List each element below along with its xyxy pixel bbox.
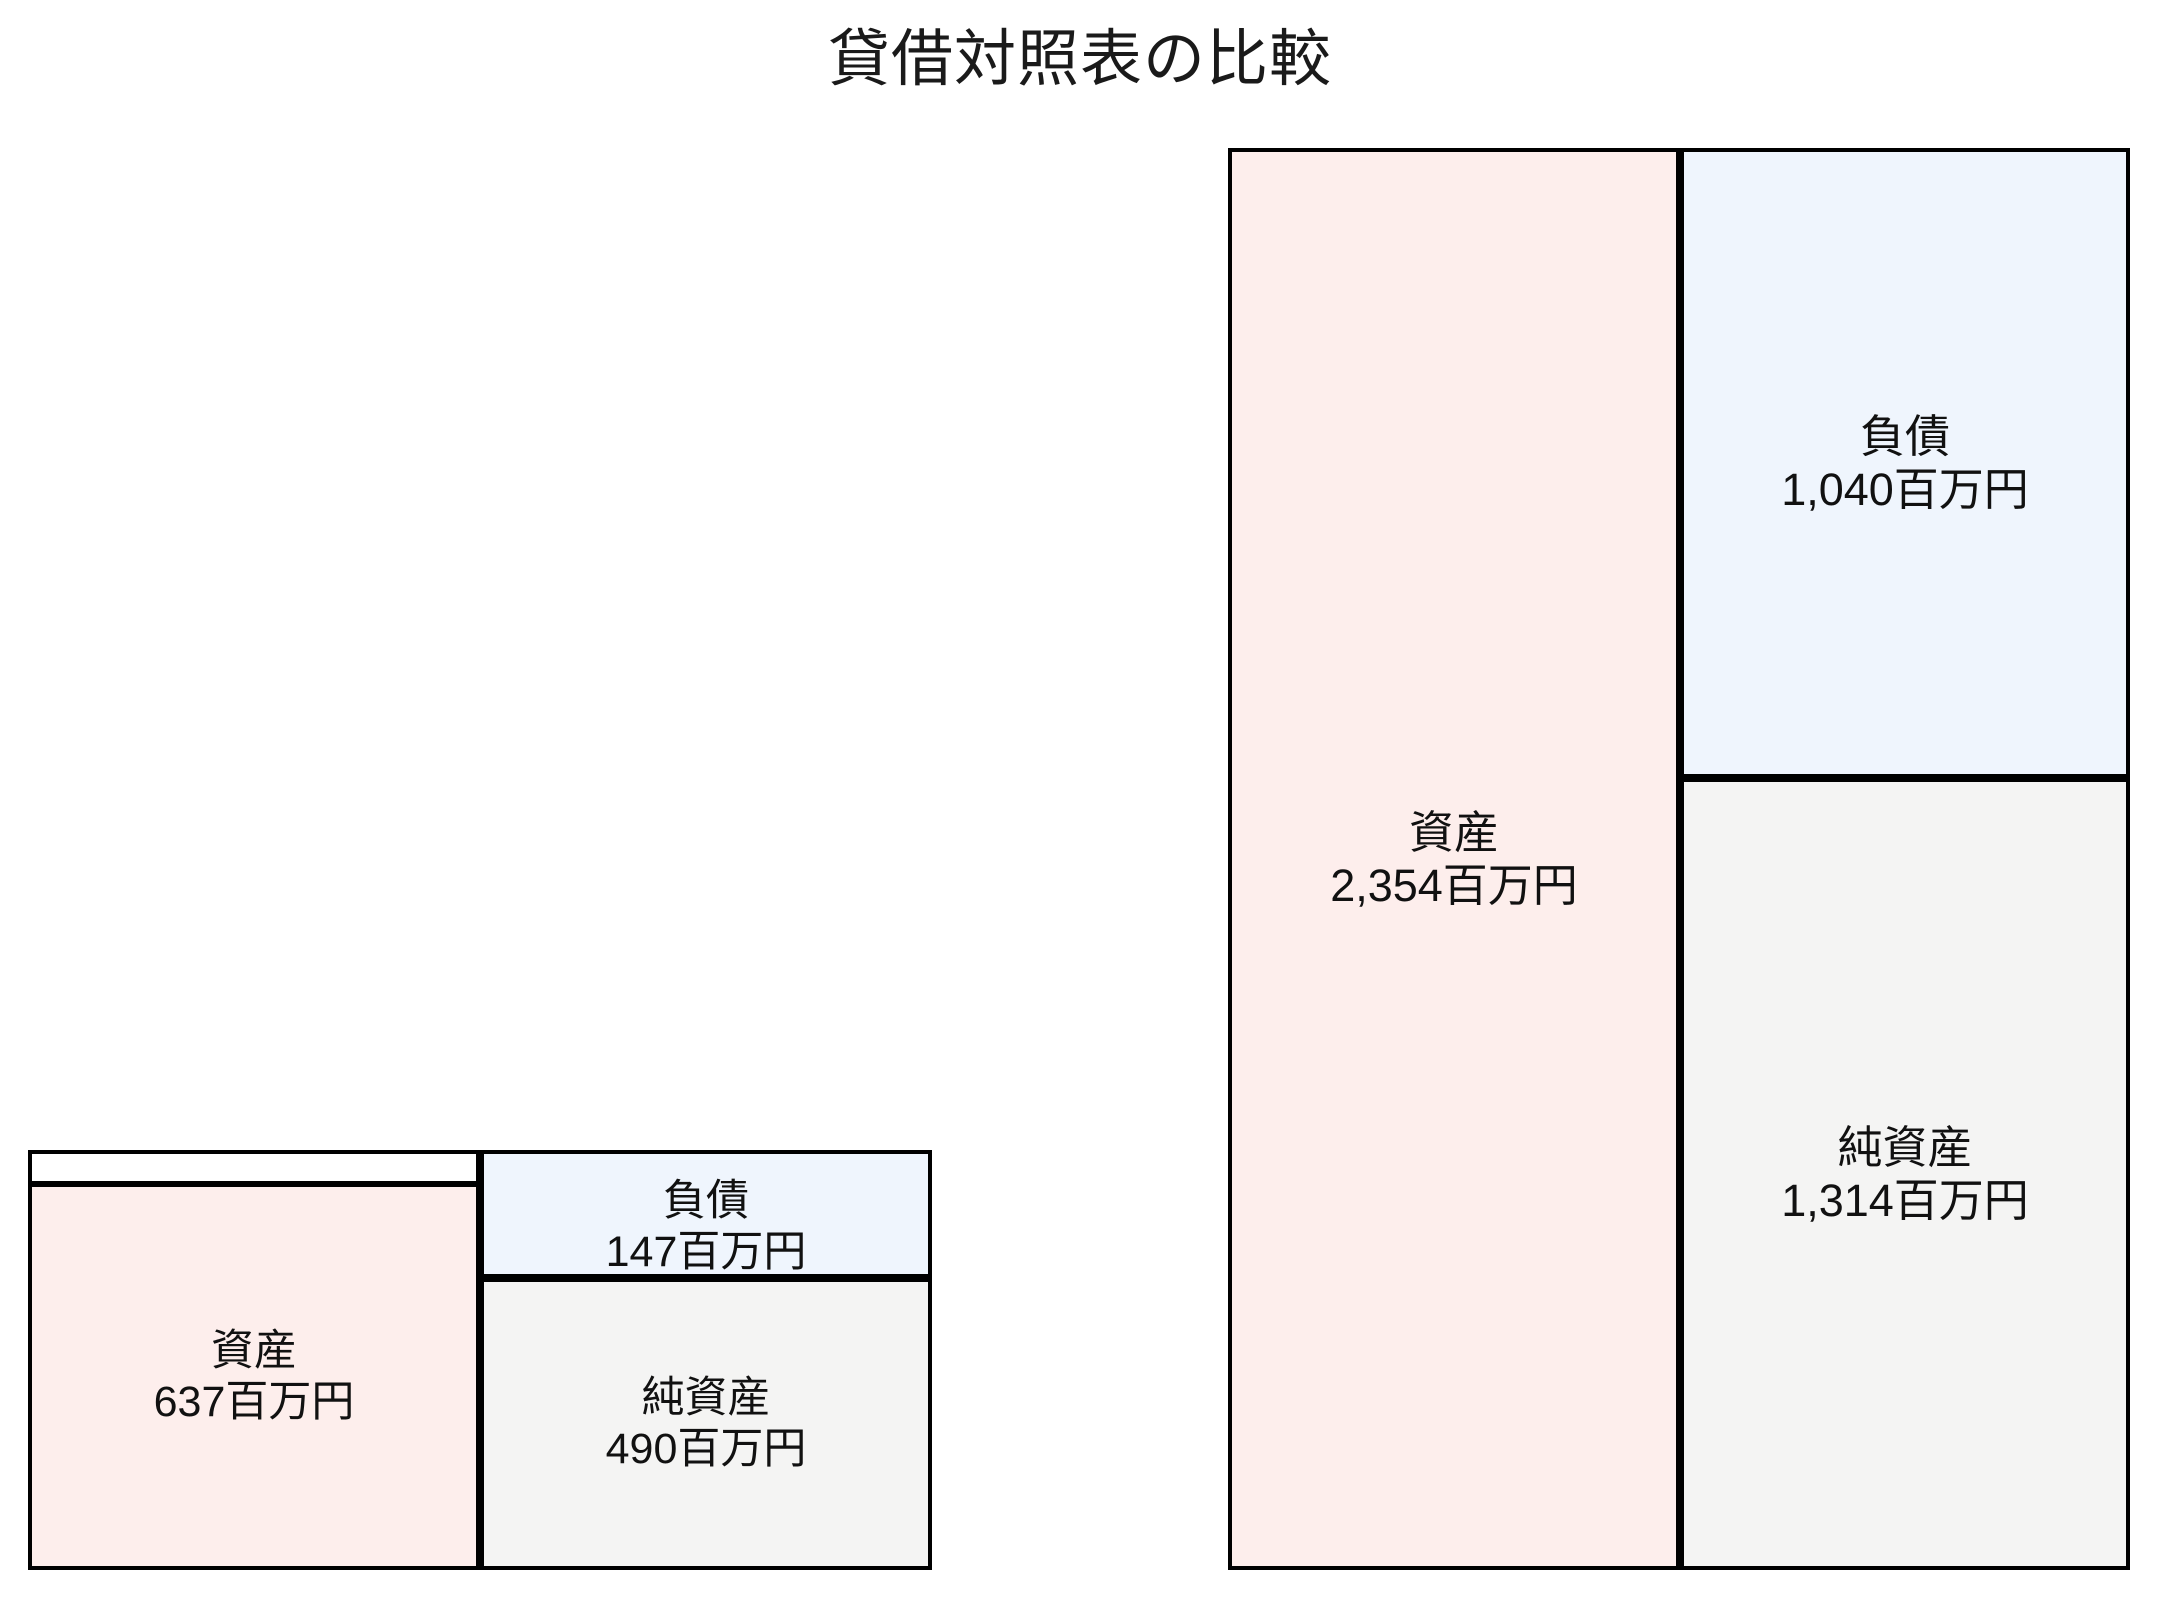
assets-block[interactable]: 資産 2,354百万円 xyxy=(1228,148,1680,1570)
liabilities-name: 負債 xyxy=(663,1177,749,1225)
liabilities-label: 負債 147百万円 xyxy=(605,1176,807,1276)
liabilities-block[interactable]: 負債 1,040百万円 xyxy=(1680,148,2130,778)
assets-name: 資産 xyxy=(211,1326,297,1375)
balance-sheet-small: 資産 637百万円 負債 147百万円 純資産 490百万円 xyxy=(28,1150,932,1570)
assets-value: 637百万円 xyxy=(153,1377,355,1426)
liabilities-block[interactable]: 負債 147百万円 xyxy=(480,1150,932,1278)
net-assets-name: 純資産 xyxy=(1837,1121,1973,1173)
assets-value: 2,354百万円 xyxy=(1330,860,1578,911)
assets-block[interactable]: 資産 637百万円 xyxy=(28,1183,480,1570)
liabilities-name: 負債 xyxy=(1859,410,1950,462)
net-assets-label: 純資産 1,314百万円 xyxy=(1781,1121,2029,1227)
balance-sheet-large: 資産 2,354百万円 負債 1,040百万円 純資産 1,314百万円 xyxy=(1228,148,2130,1570)
net-assets-block[interactable]: 純資産 1,314百万円 xyxy=(1680,778,2130,1570)
assets-label: 資産 2,354百万円 xyxy=(1330,806,1578,912)
net-assets-value: 1,314百万円 xyxy=(1781,1175,2029,1226)
liabilities-label: 負債 1,040百万円 xyxy=(1781,410,2029,516)
page-title: 貸借対照表の比較 xyxy=(827,25,1332,94)
assets-label: 資産 637百万円 xyxy=(154,1326,355,1427)
liabilities-value: 147百万円 xyxy=(605,1227,807,1276)
assets-name: 資産 xyxy=(1408,806,1499,858)
net-assets-block[interactable]: 純資産 490百万円 xyxy=(480,1278,932,1570)
liabilities-value: 1,040百万円 xyxy=(1781,464,2029,515)
assets-headroom-block xyxy=(28,1150,480,1185)
net-assets-label: 純資産 490百万円 xyxy=(606,1373,807,1474)
net-assets-value: 490百万円 xyxy=(605,1425,807,1473)
net-assets-name: 純資産 xyxy=(641,1374,771,1423)
